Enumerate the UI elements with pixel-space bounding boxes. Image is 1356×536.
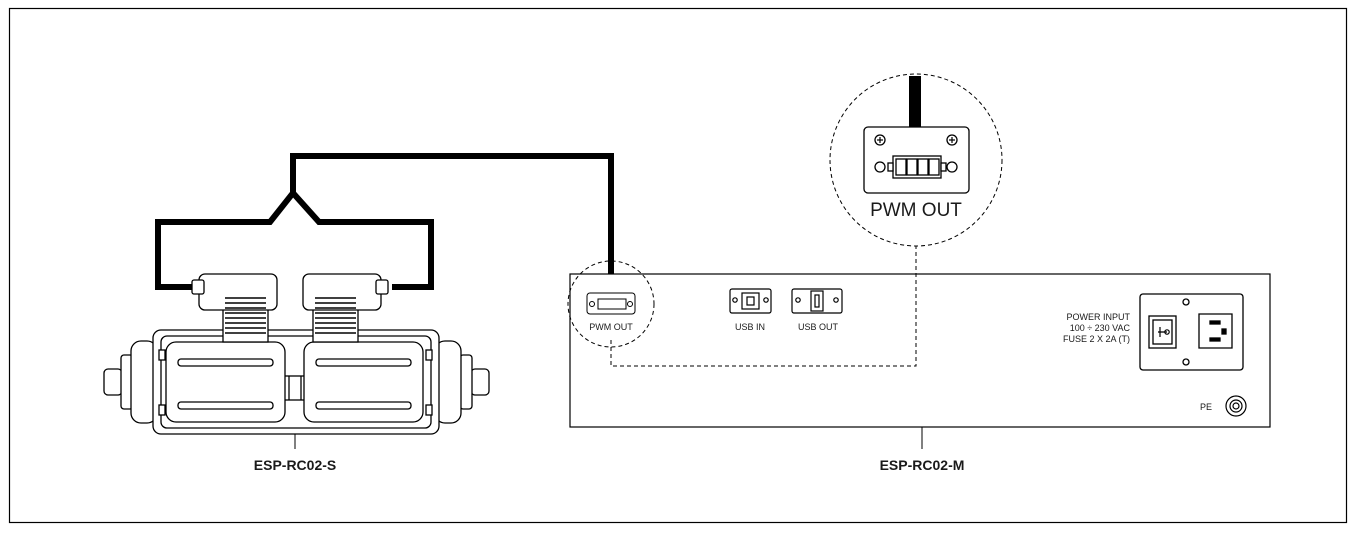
solenoid-left (165, 341, 286, 423)
valve-assembly (103, 273, 490, 435)
power-fuse-label: FUSE 2 X 2A (T) (1063, 334, 1130, 344)
usb-in-label: USB IN (735, 322, 765, 332)
pwm-out-zoom-label: PWM OUT (870, 200, 962, 221)
pe-ground-terminal (1225, 395, 1247, 417)
power-input-label: POWER INPUT (1066, 312, 1130, 322)
solenoid-right (303, 341, 424, 423)
zoom-cable (909, 76, 921, 128)
pwm-out-highlight-circle (567, 260, 655, 348)
zoom-screw-marks (877, 137, 955, 143)
usb-out-port (791, 288, 843, 314)
zoom-link-dashed (610, 236, 917, 367)
right-end-cap (470, 368, 490, 396)
pe-label: PE (1200, 402, 1212, 412)
page-border (8, 7, 1348, 524)
power-module (1139, 293, 1244, 371)
pwm-out-small-connector (586, 292, 636, 315)
connector-left (198, 273, 278, 311)
pwm-out-small-label: PWM OUT (589, 322, 633, 332)
controller-label: ESP-RC02-M (880, 457, 965, 473)
pwm-out-zoom-connector (863, 126, 970, 194)
usb-in-port (729, 288, 772, 314)
connector-ribs (225, 297, 356, 334)
switch-symbols (1159, 327, 1170, 337)
connector-right (302, 273, 382, 311)
usb-out-label: USB OUT (798, 322, 839, 332)
left-end-cap (103, 368, 123, 396)
power-voltage-label: 100 ÷ 230 VAC (1070, 323, 1131, 333)
valve-label: ESP-RC02-S (254, 457, 336, 473)
pwm-cable (155, 153, 614, 290)
